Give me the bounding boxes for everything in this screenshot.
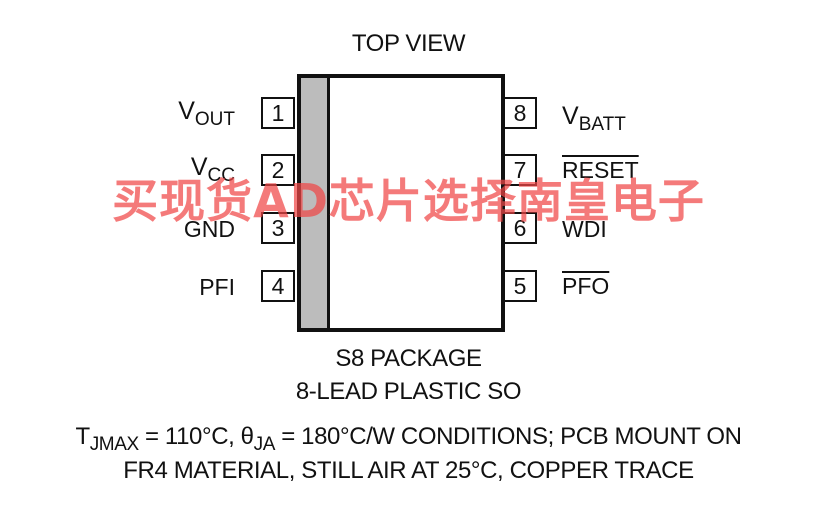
pin-1-label-sub: OUT	[194, 109, 235, 130]
pin-7-label: RESET	[562, 159, 639, 182]
pin1-indicator-stripe	[301, 78, 330, 328]
pin-2-label-main: V	[190, 153, 208, 181]
tjmax-subscript: JMAX	[89, 434, 139, 455]
pin-7-label-main: RESET	[562, 157, 639, 183]
pin-2-box: 2	[261, 154, 295, 186]
pin-3-box: 3	[261, 212, 295, 244]
pin-8-label-sub: BATT	[578, 114, 626, 135]
package-name: S8 PACKAGE	[335, 345, 482, 372]
tjmax-value: = 110°C,	[138, 423, 241, 450]
theta-symbol: θ	[240, 423, 254, 450]
pin-6-label: WDI	[562, 218, 607, 241]
pin-4-box: 4	[261, 270, 295, 302]
package-type: 8-LEAD PLASTIC SO	[295, 378, 522, 405]
pin-8-label: VBATT	[562, 102, 626, 135]
pin-8-label-main: V	[562, 102, 579, 130]
pin-4-label: PFI	[199, 276, 235, 299]
pin-3-label: GND	[184, 218, 235, 241]
pin-5-label: PFO	[562, 275, 609, 298]
pin-7-box: 7	[503, 154, 537, 186]
conditions-line-2: FR4 MATERIAL, STILL AIR AT 25°C, COPPER …	[123, 457, 694, 484]
pin-5-label-main: PFO	[562, 273, 610, 299]
pin-6-box: 6	[503, 212, 537, 244]
theta-value: = 180°C/W CONDITIONS; PCB MOUNT ON	[275, 423, 742, 450]
pin-8-box: 8	[503, 97, 537, 129]
watermark-text: 买现货AD芯片选择南皇电子	[112, 174, 705, 228]
pin-3-label-main: GND	[183, 216, 235, 242]
pin-5-box: 5	[503, 270, 537, 302]
pin-6-label-main: WDI	[562, 216, 607, 242]
conditions-line-1: TJMAX = 110°C, θJA = 180°C/W CONDITIONS;…	[0, 423, 817, 455]
pin-1-box: 1	[261, 97, 295, 129]
pin-4-label-main: PFI	[199, 274, 235, 300]
pin-1-label-main: V	[178, 97, 195, 125]
chip-package-body	[297, 74, 505, 332]
top-view-label: TOP VIEW	[351, 30, 466, 57]
pin-1-label: VOUT	[178, 97, 235, 130]
pin-2-label-sub: CC	[207, 165, 235, 186]
theta-subscript: JA	[253, 434, 276, 455]
pin-2-label: VCC	[190, 153, 235, 186]
tjmax-symbol: T	[75, 423, 90, 450]
